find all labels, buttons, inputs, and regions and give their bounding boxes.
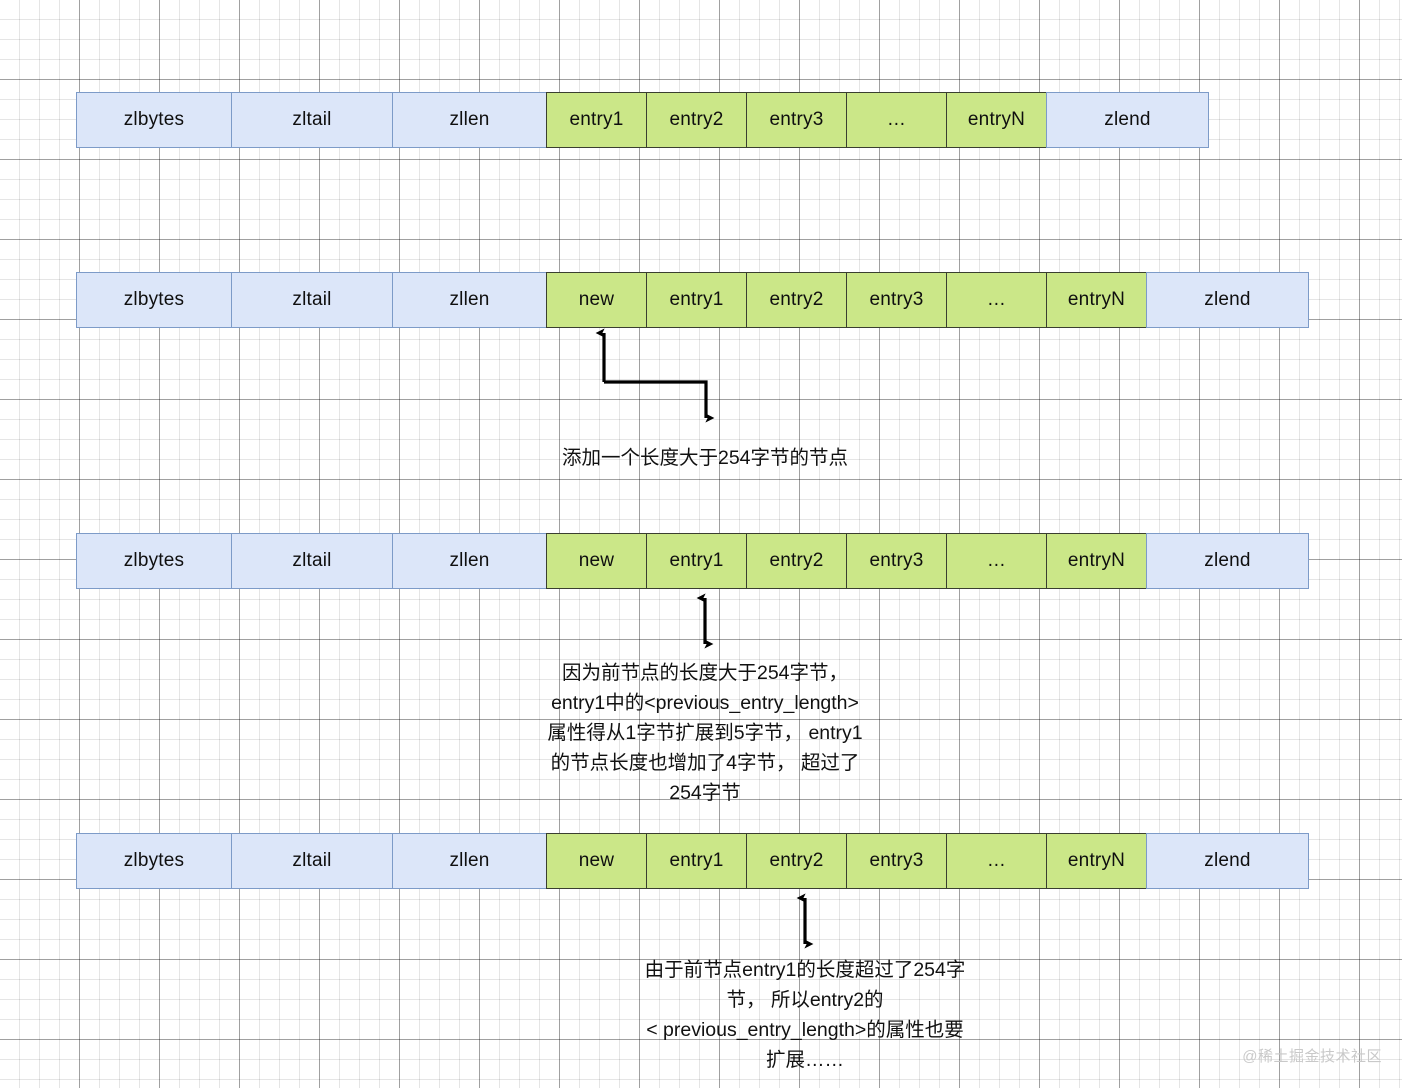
cell-entryN: entryN — [946, 92, 1047, 148]
ziplist-row-initial: zlbytes zltail zllen entry1 entry2 entry… — [76, 92, 1209, 148]
ziplist-row-after-insert: zlbytes zltail zllen new entry1 entry2 e… — [76, 272, 1309, 328]
cell-new: new — [546, 833, 647, 889]
cell-new: new — [546, 272, 647, 328]
cell-entryN: entryN — [1046, 533, 1147, 589]
cell-zltail: zltail — [231, 533, 393, 589]
cell-zlbytes: zlbytes — [76, 533, 232, 589]
cell-entry3: entry3 — [746, 92, 847, 148]
ziplist-row-entry2-expanded: zlbytes zltail zllen new entry1 entry2 e… — [76, 833, 1309, 889]
cell-entry1: entry1 — [646, 833, 747, 889]
cell-entry-ellipsis: … — [946, 272, 1047, 328]
cell-zltail: zltail — [231, 92, 393, 148]
cell-zllen: zllen — [392, 92, 547, 148]
cell-zlbytes: zlbytes — [76, 833, 232, 889]
cell-zlend: zlend — [1146, 533, 1309, 589]
cell-entry2: entry2 — [746, 272, 847, 328]
cell-new: new — [546, 533, 647, 589]
cell-entry1: entry1 — [646, 533, 747, 589]
cell-entryN: entryN — [1046, 833, 1147, 889]
cell-entry-ellipsis: … — [846, 92, 947, 148]
annotation-entry2-arrow — [796, 893, 814, 949]
cell-zllen: zllen — [392, 272, 547, 328]
cell-entryN: entryN — [1046, 272, 1147, 328]
cell-zltail: zltail — [231, 833, 393, 889]
cell-entry-ellipsis: … — [946, 833, 1047, 889]
cell-entry1: entry1 — [646, 272, 747, 328]
watermark: @稀土掘金技术社区 — [1242, 1048, 1382, 1065]
cell-entry2: entry2 — [746, 833, 847, 889]
cell-entry-ellipsis: … — [946, 533, 1047, 589]
cell-entry3: entry3 — [846, 272, 947, 328]
ziplist-row-entry1-expanded: zlbytes zltail zllen new entry1 entry2 e… — [76, 533, 1309, 589]
cell-zllen: zllen — [392, 533, 547, 589]
annotation-entry2-text: 由于前节点entry1的长度超过了254字 节， 所以entry2的 < pre… — [644, 959, 966, 1071]
cell-entry2: entry2 — [646, 92, 747, 148]
cell-zllen: zllen — [392, 833, 547, 889]
cell-zlbytes: zlbytes — [76, 272, 232, 328]
cell-entry3: entry3 — [846, 533, 947, 589]
cell-zlend: zlend — [1146, 272, 1309, 328]
cell-entry1: entry1 — [546, 92, 647, 148]
annotation-entry1-arrow — [696, 593, 714, 649]
annotation-insert-text: 添加一个长度大于254字节的节点 — [561, 447, 849, 469]
annotation-entry1-text: 因为前节点的长度大于254字节， entry1中的<previous_entry… — [547, 662, 863, 804]
cell-entry3: entry3 — [846, 833, 947, 889]
annotation-insert-arrow — [595, 328, 715, 423]
cell-zlend: zlend — [1046, 92, 1209, 148]
cell-zlend: zlend — [1146, 833, 1309, 889]
cell-entry2: entry2 — [746, 533, 847, 589]
cell-zlbytes: zlbytes — [76, 92, 232, 148]
cell-zltail: zltail — [231, 272, 393, 328]
